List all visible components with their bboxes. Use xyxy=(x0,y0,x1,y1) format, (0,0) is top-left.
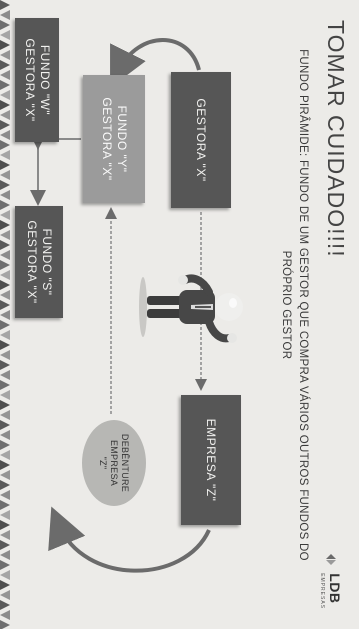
arrow-empresa-to-debenture xyxy=(48,506,211,573)
decorative-triangle xyxy=(0,30,10,40)
decorative-triangle xyxy=(0,110,10,120)
logo-icon xyxy=(326,554,336,566)
decorative-triangle xyxy=(0,490,10,500)
decorative-triangle xyxy=(0,120,10,130)
decorative-triangle xyxy=(0,480,10,490)
decorative-triangle xyxy=(0,610,10,620)
decorative-triangle xyxy=(0,350,10,360)
decorative-triangle xyxy=(0,400,10,410)
debenture-line1: DEBÊNTURE xyxy=(120,433,131,493)
debenture-ellipse: DEBÊNTURE EMPRESA "Z" xyxy=(82,420,146,506)
decorative-triangle xyxy=(0,340,10,350)
decorative-triangle xyxy=(0,60,10,70)
decorative-triangle xyxy=(0,50,10,60)
decorative-triangle xyxy=(0,440,10,450)
box-fundo-y-line2: GESTORA "X" xyxy=(100,97,114,181)
decorative-triangle xyxy=(0,170,10,180)
decorative-triangle xyxy=(0,600,10,610)
decorative-triangle xyxy=(0,510,10,520)
box-fundo-w: FUNDO "W" GESTORA "X" xyxy=(15,18,59,142)
logo: LDB EMPRESAS xyxy=(319,553,343,609)
decorative-triangle xyxy=(0,150,10,160)
decorative-triangle xyxy=(0,370,10,380)
box-fundo-y: FUNDO "Y" GESTORA "X" xyxy=(83,75,145,203)
decorative-triangle xyxy=(0,420,10,430)
decorative-triangle xyxy=(0,620,10,629)
arrow-gestora-to-fundo-y xyxy=(110,38,201,88)
decorative-triangle xyxy=(0,10,10,20)
decorative-triangle xyxy=(0,380,10,390)
decorative-triangle xyxy=(0,520,10,530)
decorative-triangle xyxy=(0,210,10,220)
decorative-triangle xyxy=(0,530,10,540)
decorative-triangle xyxy=(0,40,10,50)
decorative-triangle-strip xyxy=(0,0,10,629)
box-fundo-s-line2: GESTORA "X" xyxy=(25,220,39,304)
decorative-triangle xyxy=(0,130,10,140)
decorative-triangle xyxy=(0,280,10,290)
decorative-triangle xyxy=(0,410,10,420)
decorative-triangle xyxy=(0,220,10,230)
decorative-triangle xyxy=(0,20,10,30)
decorative-triangle xyxy=(0,540,10,550)
debenture-line2: EMPRESA xyxy=(109,439,120,487)
decorative-triangle xyxy=(0,270,10,280)
decorative-triangle xyxy=(0,320,10,330)
decorative-triangle xyxy=(0,560,10,570)
box-gestora-x: GESTORA "X" xyxy=(171,72,231,208)
decorative-triangle xyxy=(0,180,10,190)
decorative-triangle xyxy=(0,0,10,10)
decorative-triangle xyxy=(0,300,10,310)
decorative-triangle xyxy=(0,290,10,300)
box-fundo-y-line1: FUNDO "Y" xyxy=(115,105,129,173)
decorative-triangle xyxy=(0,470,10,480)
debenture-line3: "Z" xyxy=(98,456,109,470)
box-fundo-w-line1: FUNDO "W" xyxy=(38,44,52,116)
decorative-triangle xyxy=(0,100,10,110)
decorative-triangle xyxy=(0,550,10,560)
decorative-triangle xyxy=(0,330,10,340)
decorative-triangle xyxy=(0,570,10,580)
decorative-triangle xyxy=(0,200,10,210)
decorative-triangle xyxy=(0,430,10,440)
decorative-triangle xyxy=(0,140,10,150)
decorative-triangle xyxy=(0,390,10,400)
decorative-triangle xyxy=(0,70,10,80)
decorative-triangle xyxy=(0,80,10,90)
box-fundo-s-line1: FUNDO "S" xyxy=(40,228,54,296)
decorative-triangle xyxy=(0,450,10,460)
decorative-triangle xyxy=(0,240,10,250)
decorative-triangle xyxy=(0,460,10,470)
businessman-figure-icon xyxy=(139,274,243,343)
decorative-triangle xyxy=(0,360,10,370)
decorative-triangle xyxy=(0,580,10,590)
box-gestora-x-label: GESTORA "X" xyxy=(194,98,209,182)
decorative-triangle xyxy=(0,500,10,510)
decorative-triangle xyxy=(0,250,10,260)
box-empresa-z-label: EMPRESA "Z" xyxy=(204,418,219,502)
decorative-triangle xyxy=(0,190,10,200)
decorative-triangle xyxy=(0,160,10,170)
box-fundo-w-line2: GESTORA "X" xyxy=(23,38,37,122)
decorative-triangle xyxy=(0,230,10,240)
decorative-triangle xyxy=(0,310,10,320)
decorative-triangle xyxy=(0,260,10,270)
box-empresa-z: EMPRESA "Z" xyxy=(181,395,241,525)
decorative-triangle xyxy=(0,590,10,600)
decorative-triangle xyxy=(0,90,10,100)
box-fundo-s: FUNDO "S" GESTORA "X" xyxy=(15,206,63,318)
